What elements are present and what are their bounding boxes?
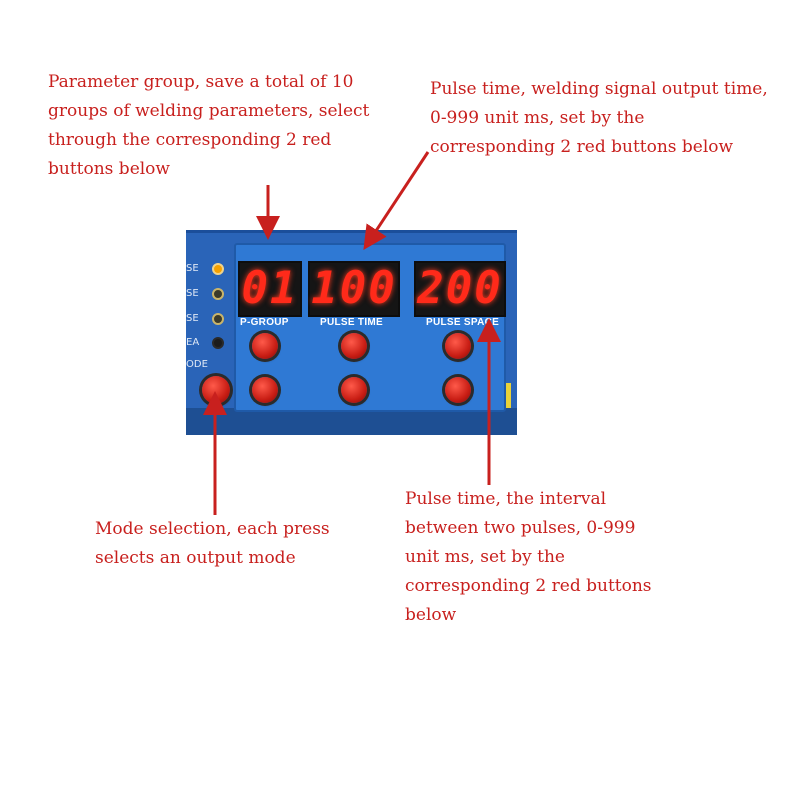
mode-indicator-led-3 bbox=[212, 313, 224, 325]
p-group-up-button[interactable] bbox=[252, 333, 278, 359]
p-group-down-button[interactable] bbox=[252, 377, 278, 403]
control-panel: SE SE SE EA ODE 01 P-GROUP 100 PULSE TIM… bbox=[186, 230, 517, 435]
pulse-space-display: 200 bbox=[414, 261, 506, 317]
mode-indicator-led-4 bbox=[212, 337, 224, 349]
pulse-time-display: 100 bbox=[308, 261, 400, 317]
mode-indicator-led-1 bbox=[212, 263, 224, 275]
p-group-display: 01 bbox=[238, 261, 302, 317]
p-group-value: 01 bbox=[241, 263, 299, 314]
pulse-space-down-button[interactable] bbox=[445, 377, 471, 403]
pulse-time-arrow bbox=[363, 151, 430, 251]
pulse-time-annotation: Pulse time, welding signal output time, … bbox=[430, 79, 768, 157]
side-label: EA bbox=[186, 337, 200, 348]
panel-bottom-edge bbox=[186, 408, 517, 435]
mode-indicator-led-2 bbox=[212, 288, 224, 300]
pulse-space-up-button[interactable] bbox=[445, 333, 471, 359]
pulse-space-value: 200 bbox=[417, 263, 503, 314]
side-label: SE bbox=[186, 313, 199, 324]
parameter-group-annotation: Parameter group, save a total of 10 grou… bbox=[48, 72, 370, 179]
pulse-time-up-button[interactable] bbox=[341, 333, 367, 359]
pulse-time-down-button[interactable] bbox=[341, 377, 367, 403]
pulse-time-label: PULSE TIME bbox=[320, 317, 384, 328]
mode-selection-annotation: Mode selection, each press selects an ou… bbox=[95, 519, 330, 568]
pulse-time-value: 100 bbox=[311, 263, 397, 314]
side-label: SE bbox=[186, 263, 199, 274]
pulse-space-label: PULSE SPACE bbox=[426, 317, 500, 328]
pulse-space-annotation: Pulse time, the interval between two pul… bbox=[405, 489, 652, 625]
side-label: ODE bbox=[186, 359, 208, 370]
side-label: SE bbox=[186, 288, 199, 299]
p-group-label: P-GROUP bbox=[240, 317, 289, 328]
